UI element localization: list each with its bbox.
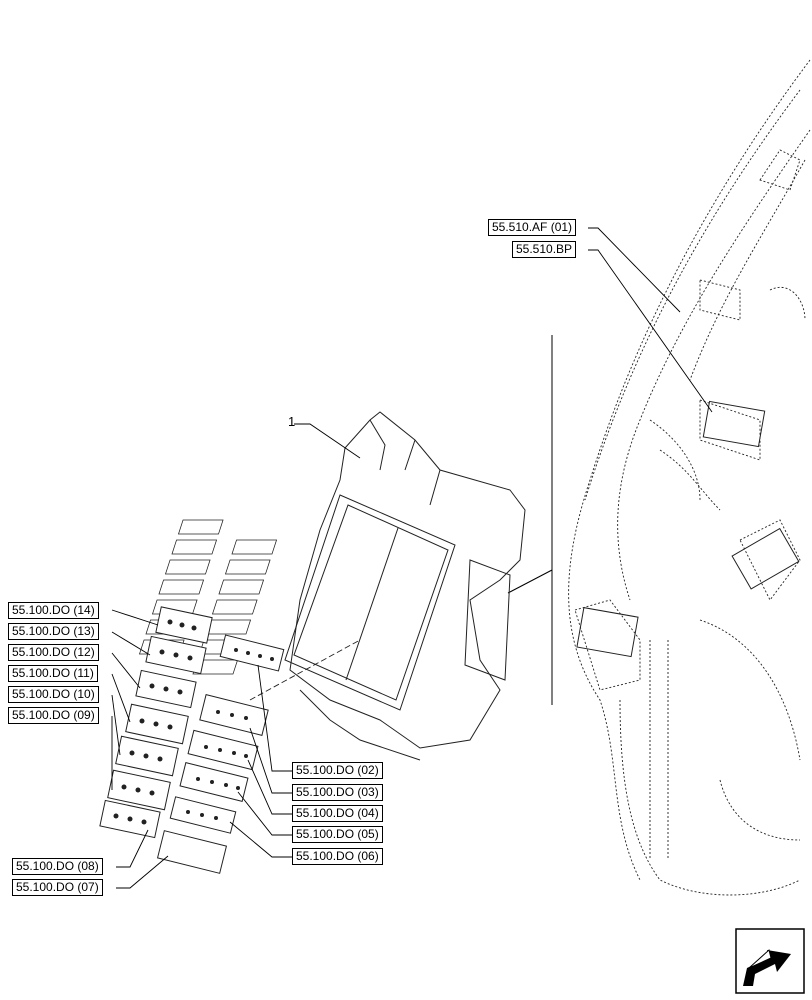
arrow-return-icon[interactable] xyxy=(735,928,805,994)
callout-number-1: 1 xyxy=(288,414,296,429)
ref-55-510-af-01[interactable]: 55.510.AF (01) xyxy=(488,219,577,236)
connector-pins-middle xyxy=(186,648,274,820)
separator-diagonal xyxy=(507,569,553,594)
ref-55-510-bp[interactable]: 55.510.BP xyxy=(512,241,577,258)
ref-55-100-do-02[interactable]: 55.100.DO (02) xyxy=(292,762,383,779)
cab-structure xyxy=(568,59,811,896)
ref-55-100-do-14[interactable]: 55.100.DO (14) xyxy=(8,602,99,619)
ref-55-100-do-08[interactable]: 55.100.DO (08) xyxy=(12,858,103,875)
fuse-box xyxy=(284,411,526,761)
ref-55-100-do-04[interactable]: 55.100.DO (04) xyxy=(292,805,383,822)
ref-55-100-do-13[interactable]: 55.100.DO (13) xyxy=(8,623,99,640)
ref-55-100-do-09[interactable]: 55.100.DO (09) xyxy=(8,707,99,724)
ref-55-100-do-06[interactable]: 55.100.DO (06) xyxy=(292,848,383,865)
ref-55-100-do-03[interactable]: 55.100.DO (03) xyxy=(292,784,383,801)
ref-55-100-do-12[interactable]: 55.100.DO (12) xyxy=(8,644,99,661)
explode-line xyxy=(249,639,361,701)
harness-detail xyxy=(576,400,800,658)
ref-55-100-do-10[interactable]: 55.100.DO (10) xyxy=(8,686,99,703)
ref-55-100-do-11[interactable]: 55.100.DO (11) xyxy=(8,665,98,682)
ref-55-100-do-05[interactable]: 55.100.DO (05) xyxy=(292,826,383,843)
ref-55-100-do-07[interactable]: 55.100.DO (07) xyxy=(12,879,103,896)
leader-lines xyxy=(111,227,713,889)
connector-pins-left xyxy=(113,619,197,825)
